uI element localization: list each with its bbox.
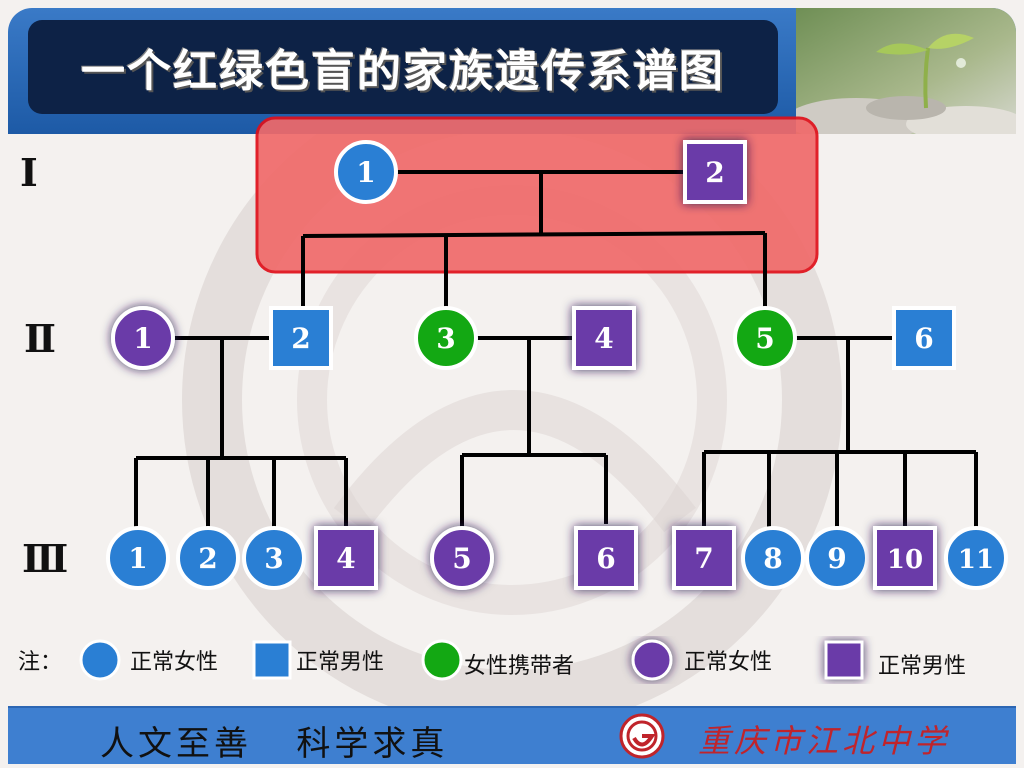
person-number: 3: [264, 542, 283, 575]
person-number: 2: [291, 322, 310, 355]
footer-bar: 人文至善 科学求真 重庆市江北中学: [8, 706, 1016, 764]
generation-label-2: Ⅱ: [24, 316, 57, 361]
generation-3-person-11: 11: [944, 526, 1008, 590]
person-number: 5: [452, 542, 471, 575]
generation-3-person-3: 3: [242, 526, 306, 590]
generation-3-person-2: 2: [176, 526, 240, 590]
school-logo-icon: [619, 713, 665, 759]
person-number: 6: [914, 322, 933, 355]
legend-label-5: 正常男性: [878, 654, 967, 679]
legend-label-2: 正常男性: [296, 650, 385, 675]
generation-3-person-7: 7: [672, 526, 736, 590]
female-circle-icon: [944, 526, 1008, 590]
generation-2-person-1: 1: [111, 306, 175, 370]
male-square-icon: [683, 140, 747, 204]
male-square-icon: [314, 526, 378, 590]
person-number: 2: [705, 156, 724, 189]
person-number: 5: [755, 322, 774, 355]
generation-2-person-2: 2: [269, 306, 333, 370]
person-number: 2: [198, 542, 217, 575]
legend-symbols: [79, 639, 864, 681]
generation-1-person-2: 2: [683, 140, 747, 204]
pedigree-lines: [134, 170, 978, 528]
legend-male-icon: [824, 640, 864, 680]
legend-label-1: 正常女性: [130, 650, 219, 675]
person-number: 10: [887, 545, 923, 575]
generation-2-person-3: 3: [414, 306, 478, 370]
legend-male-icon: [252, 640, 292, 680]
female-circle-icon: [111, 306, 175, 370]
generation-3-person-8: 8: [741, 526, 805, 590]
pedigree-symbols: 1 2 1 2 3 4 5 6 1 2 3 4 5 6 7 8 9 10 11: [106, 140, 1008, 590]
generation-3-person-10: 10: [873, 526, 937, 590]
female-circle-icon: [176, 526, 240, 590]
generation-label-1: Ⅰ: [20, 150, 38, 195]
person-number: 3: [436, 322, 455, 355]
generation-2-person-6: 6: [892, 306, 956, 370]
female-circle-icon: [414, 306, 478, 370]
person-number: 1: [133, 322, 152, 355]
male-square-icon: [269, 306, 333, 370]
generation-3-person-1: 1: [106, 526, 170, 590]
person-number: 7: [694, 542, 713, 575]
person-number: 4: [336, 542, 355, 575]
person-number: 6: [596, 542, 615, 575]
female-circle-icon: [805, 526, 869, 590]
person-number: 8: [763, 542, 782, 575]
generation-3-person-5: 5: [430, 526, 494, 590]
legend-label-4: 正常女性: [684, 650, 773, 675]
title-box: 一个红绿色盲的家族遗传系谱图: [28, 20, 778, 114]
person-number: 9: [827, 542, 846, 575]
legend: 注： 正常女性 正常男性 女性携带者 正常女性 正常男性: [18, 636, 1018, 684]
page-title: 一个红绿色盲的家族遗传系谱图: [81, 46, 725, 97]
male-square-icon: [572, 306, 636, 370]
male-square-icon: [892, 306, 956, 370]
legend-prefix: 注：: [18, 650, 63, 675]
male-square-icon: [574, 526, 638, 590]
male-square-icon: [873, 526, 937, 590]
generation-label-3: Ⅲ: [22, 536, 69, 581]
person-number: 11: [958, 545, 994, 575]
generation-2-person-5: 5: [733, 306, 797, 370]
male-square-icon: [672, 526, 736, 590]
female-circle-icon: [741, 526, 805, 590]
school-motto: 人文至善 科学求真: [100, 724, 449, 764]
female-circle-icon: [733, 306, 797, 370]
legend-female-icon: [79, 639, 121, 681]
person-number: 4: [594, 322, 613, 355]
person-number: 1: [356, 156, 375, 189]
generation-2-person-4: 4: [572, 306, 636, 370]
person-number: 1: [128, 542, 147, 575]
legend-female-icon: [631, 639, 673, 681]
generation-3-person-4: 4: [314, 526, 378, 590]
seedling-photo: [796, 8, 1016, 134]
legend-female-icon: [421, 639, 463, 681]
title-banner: 一个红绿色盲的家族遗传系谱图: [8, 8, 1016, 134]
generation-3-person-6: 6: [574, 526, 638, 590]
generation-1-person-1: 1: [334, 140, 398, 204]
female-circle-icon: [106, 526, 170, 590]
female-circle-icon: [242, 526, 306, 590]
school-name: 重庆市江北中学: [698, 722, 951, 760]
generation-3-person-9: 9: [805, 526, 869, 590]
legend-label-3: 女性携带者: [464, 654, 575, 679]
female-circle-icon: [430, 526, 494, 590]
female-circle-icon: [334, 140, 398, 204]
